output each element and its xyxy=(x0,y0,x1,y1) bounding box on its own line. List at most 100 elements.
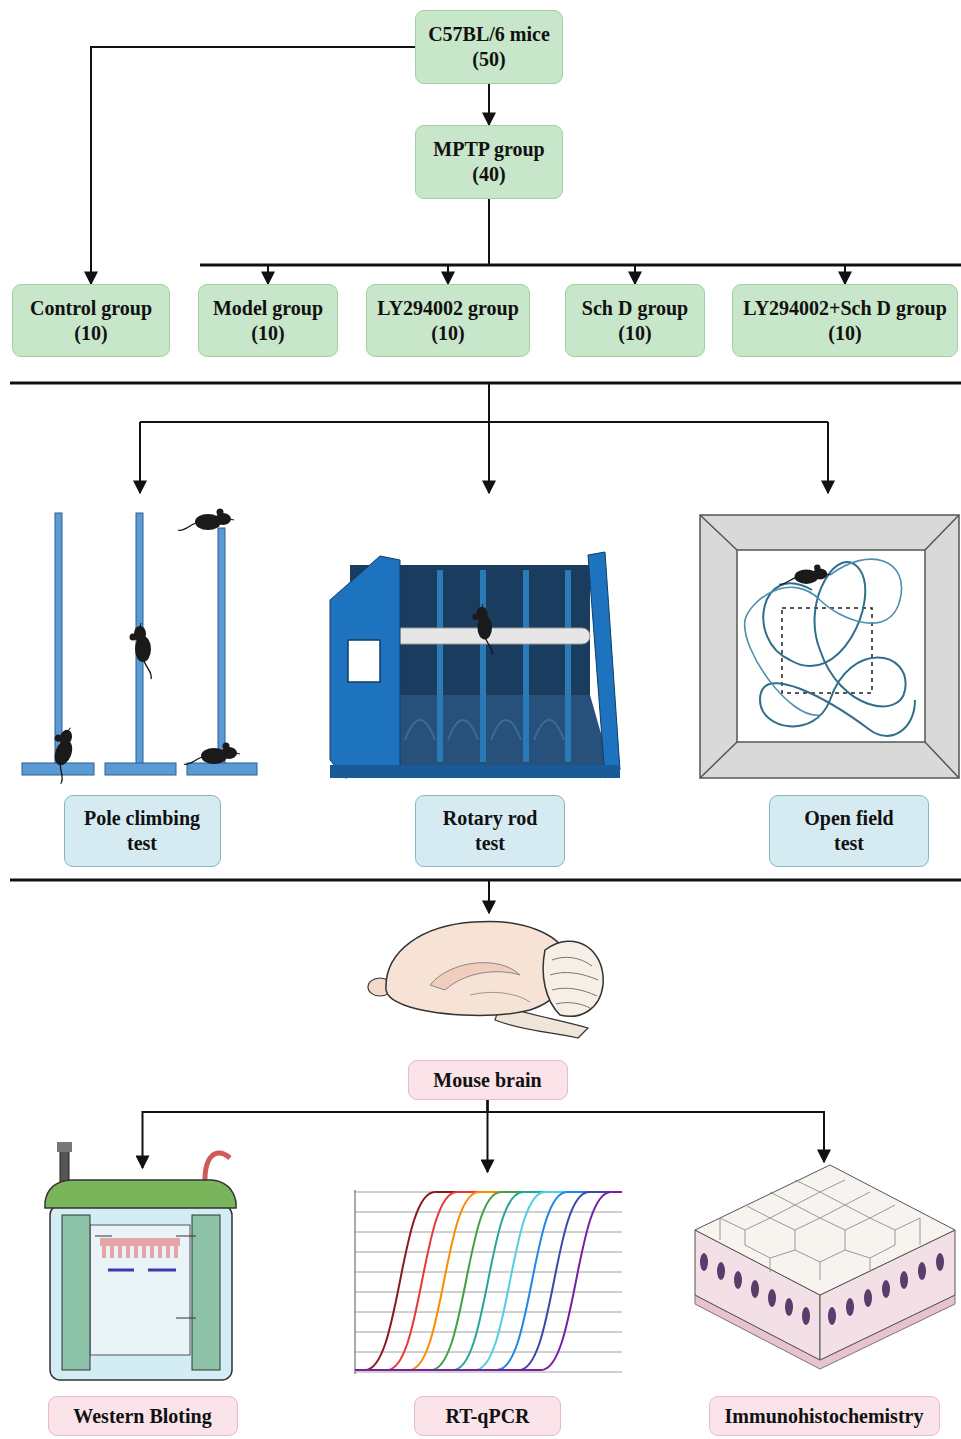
western-blot-illustration-part xyxy=(50,1205,232,1380)
qpcr-illustration-part-part xyxy=(355,1372,622,1373)
ihc-illustration-part-part xyxy=(717,1262,725,1280)
qpcr-illustration-part-part xyxy=(355,1192,622,1370)
node-text: Rotary rod test xyxy=(434,806,546,856)
flow-lines-part xyxy=(10,879,961,882)
group-box: LY294002 group(10) xyxy=(366,284,530,357)
brain-illustration-part xyxy=(550,957,598,1008)
node-text: (10) xyxy=(828,321,861,346)
pole-climbing-illustration-part xyxy=(55,513,62,765)
method-node: Immunohistochemistry xyxy=(690,1162,958,1436)
ihc-illustration-part-part xyxy=(864,1289,872,1307)
western-blot-illustration-part xyxy=(176,1236,196,1237)
pole-climbing-illustration-part xyxy=(41,724,81,784)
ihc-illustration-part-part xyxy=(828,1307,836,1325)
ihc-illustration-part-part xyxy=(700,1253,708,1271)
rotarod-illustration-part xyxy=(437,570,443,762)
flow-lines-part xyxy=(827,422,829,493)
node-text: Mouse brain xyxy=(433,1068,541,1092)
qpcr-illustration xyxy=(355,1190,622,1374)
node-text: Open field test xyxy=(792,806,907,856)
pole-climbing-illustration-part xyxy=(130,623,152,679)
rotarod-illustration xyxy=(330,552,620,778)
qpcr-illustration-part-part xyxy=(355,1192,622,1370)
qpcr-illustration-part-part xyxy=(355,1192,622,1370)
ihc-illustration-part xyxy=(695,1165,955,1295)
flow-lines xyxy=(10,265,961,913)
brain-illustration xyxy=(368,921,603,1038)
node-text: (50) xyxy=(472,47,505,72)
qpcr-illustration-part-part xyxy=(355,1192,622,1370)
ihc-illustration-part-part xyxy=(936,1253,944,1271)
rotarod-illustration-part xyxy=(330,765,620,778)
western-blot-illustration-part xyxy=(57,1142,72,1152)
rotarod-illustration-part xyxy=(330,556,400,778)
pole-climbing-illustration-part xyxy=(105,763,176,775)
flow-arrow xyxy=(489,199,635,284)
node-text: Western Bloting xyxy=(73,1404,211,1428)
western-blot-illustration-part xyxy=(148,1269,176,1272)
node-text: Immunohistochemistry xyxy=(725,1404,924,1428)
qpcr-illustration-part-part xyxy=(355,1232,622,1233)
flow-arrow xyxy=(489,199,845,284)
test-label: Open field test xyxy=(769,795,929,867)
ihc-illustration-part-part xyxy=(734,1271,742,1289)
node-text: MPTP group xyxy=(433,137,544,162)
ihc-illustration-part xyxy=(720,1180,920,1280)
qpcr-illustration-part-part xyxy=(355,1312,622,1313)
group-box: MPTP group(40) xyxy=(415,125,563,199)
brain-illustration-part xyxy=(386,921,569,1015)
pole-climbing-illustration xyxy=(22,509,257,784)
group-box: LY294002+Sch D group(10) xyxy=(732,284,958,357)
sample-node: Mouse brain xyxy=(370,915,605,1100)
brain-illustration-part xyxy=(470,992,530,1002)
flow-arrow xyxy=(143,1100,488,1168)
western-blot-illustration-part xyxy=(45,1180,236,1208)
qpcr-illustration-part-part xyxy=(355,1212,622,1213)
western-blot-illustration-part xyxy=(100,1238,180,1246)
node-text: (40) xyxy=(472,162,505,187)
flow-lines-part xyxy=(140,383,828,422)
label-pill: RT-qPCR xyxy=(414,1396,561,1436)
ihc-illustration xyxy=(695,1165,955,1369)
qpcr-illustration-part-part xyxy=(355,1352,622,1353)
open-field-illustration-part xyxy=(745,559,902,715)
method-node: Western Bloting xyxy=(40,1168,245,1436)
ihc-illustration-part-part xyxy=(900,1271,908,1289)
qpcr-illustration-part-part xyxy=(355,1192,622,1370)
flow-arrow xyxy=(488,1100,825,1162)
ihc-illustration-part-part xyxy=(785,1298,793,1316)
western-blot-illustration-part xyxy=(60,1150,69,1182)
rotarod-illustration-part xyxy=(348,640,380,682)
flow-arrow xyxy=(91,47,415,284)
ihc-illustration-part-part xyxy=(751,1280,759,1298)
western-blot-illustration-part xyxy=(104,1246,176,1258)
open-field-illustration-part xyxy=(779,564,830,584)
qpcr-illustration-part-part xyxy=(355,1192,622,1370)
brain-illustration-part xyxy=(430,963,520,990)
flow-lines-part xyxy=(488,880,490,913)
pole-climbing-illustration-part xyxy=(218,528,225,765)
rotarod-illustration-part xyxy=(588,552,620,778)
rotarod-illustration-part xyxy=(405,720,564,740)
ihc-illustration-part-part xyxy=(768,1289,776,1307)
qpcr-illustration-part-part xyxy=(355,1332,622,1333)
western-blot-illustration-part xyxy=(176,1318,196,1319)
qpcr-illustration-part xyxy=(355,1192,622,1370)
western-blot-illustration-part xyxy=(95,1236,112,1237)
node-text: RT-qPCR xyxy=(445,1404,529,1428)
flow-lines-part xyxy=(488,422,490,493)
label-pill: Immunohistochemistry xyxy=(709,1396,940,1436)
node-text: (10) xyxy=(74,321,107,346)
group-box: Sch D group(10) xyxy=(565,284,705,357)
node-text: LY294002+Sch D group xyxy=(743,296,947,321)
node-text: Control group xyxy=(30,296,152,321)
node-text: Pole climbing test xyxy=(75,806,210,856)
node-text: C57BL/6 mice xyxy=(428,22,550,47)
flow-lines-part xyxy=(10,382,961,385)
node-text: (10) xyxy=(618,321,651,346)
qpcr-illustration-part-part xyxy=(355,1272,622,1273)
flow-lines-part xyxy=(139,422,141,493)
